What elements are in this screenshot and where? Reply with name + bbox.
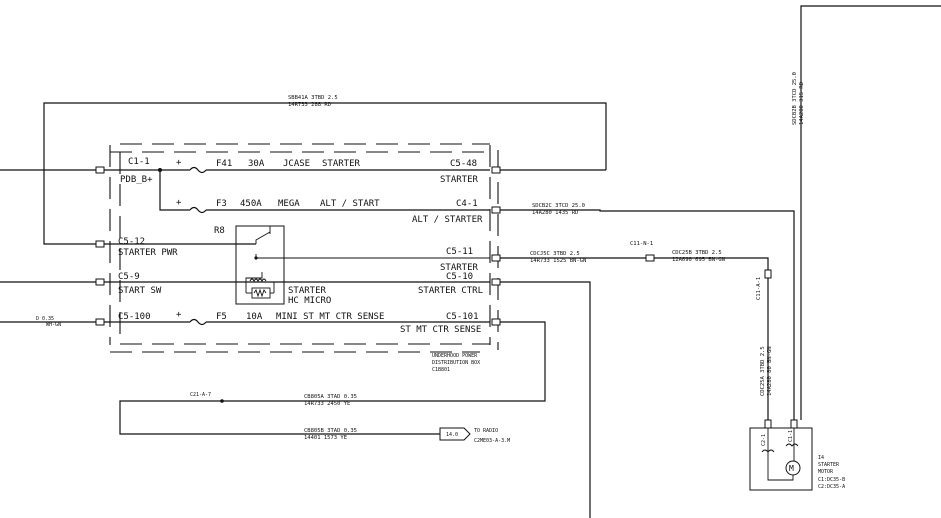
box-caption-line1: UNDERHOOD POWER: [432, 353, 478, 359]
row-c5-11: [491, 254, 772, 420]
c4-1-desc: ALT / STARTER: [412, 215, 483, 225]
f3-amp: 450A: [240, 199, 262, 209]
f3-label: F3: [216, 199, 227, 209]
cdc25a-line1: CDC25A 3TBD 2.5: [760, 346, 766, 396]
cdcj5c-line1: CDCJ5C 3TBD 2.5: [530, 251, 580, 257]
plus-sign-f41: +: [176, 158, 182, 168]
radio-ref-number: 14.0: [446, 432, 458, 438]
motor-pin-b: C1-1: [788, 430, 794, 442]
left-wire-line1: D 0.35: [36, 316, 54, 322]
row-c5-12: [95, 240, 256, 248]
motor-id: I4: [818, 455, 824, 461]
starter-motor: M: [749, 419, 813, 491]
f3-type: MEGA: [278, 199, 300, 209]
f41-amp: 30A: [248, 159, 265, 169]
motor-name-line2: MOTOR: [818, 469, 834, 475]
left-wire-line2: WH-GN: [46, 322, 61, 328]
row-f41-circuit: [0, 166, 606, 174]
f41-label: F41: [216, 159, 232, 169]
c4-1-label: C4-1: [456, 199, 478, 209]
cb805b-line2: 14401 1573 YE: [304, 435, 347, 441]
cb805a-line1: CB805A 3TAD 0.35: [304, 394, 357, 400]
f41-type: JCASE: [283, 159, 310, 169]
c5-101-label: C5-101: [446, 312, 479, 322]
cdc25b-line1: CDC25B 3TBD 2.5: [672, 250, 722, 256]
f5-label: F5: [216, 312, 227, 322]
r8-label: R8: [214, 226, 225, 236]
c5-48-desc: STARTER: [440, 175, 479, 185]
c11-a-1-label: C11-A-1: [756, 277, 762, 300]
plus-sign-f3: +: [176, 198, 182, 208]
f5-desc: MINI ST MT CTR SENSE: [276, 312, 384, 322]
starter-relay: [235, 225, 490, 305]
box-caption-line2: DISTRIBUTION BOX: [432, 360, 480, 366]
row-c5-9: [0, 278, 591, 518]
c1-1-label: C1-1: [128, 157, 150, 167]
sdcb2c-line2: 14A280 1435 RD: [532, 210, 578, 216]
c5-10-label: C5-10: [446, 272, 473, 282]
sbb41a-line2: 14R733 288 RD: [288, 102, 331, 108]
row-f5-circuit: [0, 318, 546, 435]
c5-100-label: C5-100: [118, 312, 151, 322]
sdcb2b-line2: 14A280 315 RD: [799, 82, 805, 125]
sdcb2b-line1: SDCB2B 3TCD 25.0: [792, 72, 798, 125]
distribution-box-outline: [109, 143, 499, 353]
relay-line1: STARTER: [288, 286, 327, 296]
cdc25a-line2: 14A280 80 BN-GN: [767, 346, 773, 396]
motor-pin-a: C2-1: [761, 434, 767, 446]
f5-amp: 10A: [246, 312, 263, 322]
pdb-b-label: PDB_B+: [120, 175, 153, 185]
radio-to-label: TO RADIO: [474, 428, 498, 434]
motor-c2: C2:DC35-A: [818, 484, 845, 490]
radio-connector-label: C2ME03-A-3.M: [474, 438, 510, 444]
sdcb2c-line1: SDCB2C 3TCD 25.0: [532, 203, 585, 209]
f3-desc: ALT / START: [320, 199, 380, 209]
sbb41a-line1: SBB41A 3TBD 2.5: [288, 95, 338, 101]
motor-name-line1: STARTER: [818, 462, 840, 468]
c5-12-desc: STARTER PWR: [118, 248, 178, 258]
cb805b-line1: CB805B 3TAD 0.35: [304, 428, 357, 434]
c5-9-desc: START SW: [118, 286, 162, 296]
cdcj5c-line2: 14R733 1525 BN-GN: [530, 258, 586, 264]
wire-sbb41a: [43, 102, 607, 245]
radio-reference-tag: [439, 427, 471, 441]
c5-11-label: C5-11: [446, 247, 473, 257]
cb805a-line2: 14R733 2450 YE: [304, 401, 350, 407]
c5-12-label: C5-12: [118, 237, 145, 247]
cdc25b-line2: 12A690 695 BN-GN: [672, 257, 725, 263]
c5-11-desc: STARTER: [440, 263, 479, 273]
plus-sign-f5: +: [176, 310, 182, 320]
c21-a-7-label: C21-A-7: [190, 392, 211, 398]
c11-n-1-label: C11-N-1: [630, 241, 653, 247]
c5-10-desc: STARTER CTRL: [418, 286, 483, 296]
motor-symbol: M: [789, 464, 794, 473]
relay-line2: HC MICRO: [288, 296, 331, 306]
motor-c1: C1:DC35-B: [818, 477, 845, 483]
c5-101-desc: ST MT CTR SENSE: [400, 325, 481, 335]
wire-sdcb2b: [800, 5, 941, 420]
row-f3-circuit: [159, 170, 795, 420]
f41-desc: STARTER: [322, 159, 361, 169]
c5-9-label: C5-9: [118, 272, 140, 282]
box-caption-line3: C1B801: [432, 367, 450, 373]
c5-48-label: C5-48: [450, 159, 477, 169]
